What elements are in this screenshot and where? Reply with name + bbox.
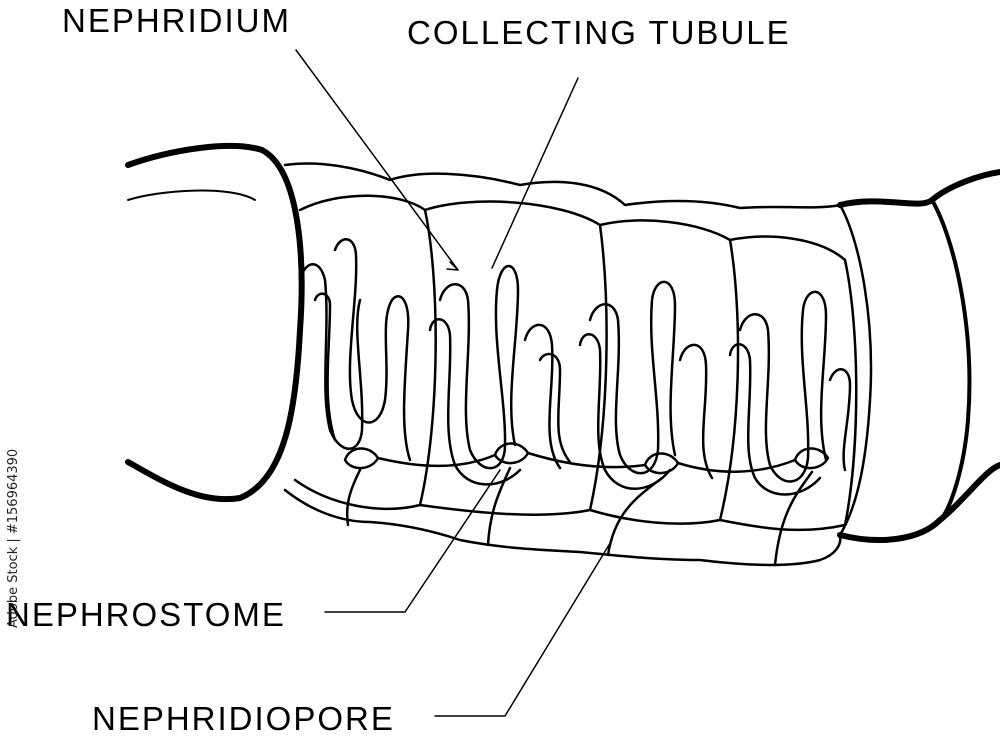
right-segment-lower <box>837 462 1000 543</box>
pointer-nephridiopore <box>434 539 613 717</box>
right-segment-divider <box>930 198 972 522</box>
stock-watermark-id: Adobe Stock | #156964390 <box>6 448 21 628</box>
nephridium-coil-2 <box>428 264 572 486</box>
nephridium-coil-4 <box>728 290 852 496</box>
label-nephridiopore: NEPHRIDIOPORE <box>92 700 395 737</box>
body-outer-bottom <box>283 488 842 567</box>
pointer-nephridium <box>295 49 459 271</box>
left-segment <box>125 143 305 503</box>
label-nephrostome: NEPHROSTOME <box>6 596 286 633</box>
pointer-collecting-tubule <box>491 77 579 269</box>
pointer-nephrostome <box>324 469 501 613</box>
nephrostomes <box>343 442 830 475</box>
pointer-nephridium-arrowhead <box>446 261 459 271</box>
segment-chambers <box>293 194 858 532</box>
nephridiopore-tubules <box>345 451 814 567</box>
label-collecting-tubule: COLLECTING TUBULE <box>407 14 791 51</box>
label-nephridium: NEPHRIDIUM <box>62 2 292 39</box>
right-segment-wall <box>838 203 873 537</box>
nephridium-coil-1 <box>298 238 412 462</box>
right-segment <box>837 169 1000 208</box>
body-outer-top <box>283 162 842 210</box>
nephridium-coil-3 <box>578 280 714 490</box>
left-segment-inner <box>127 189 256 201</box>
